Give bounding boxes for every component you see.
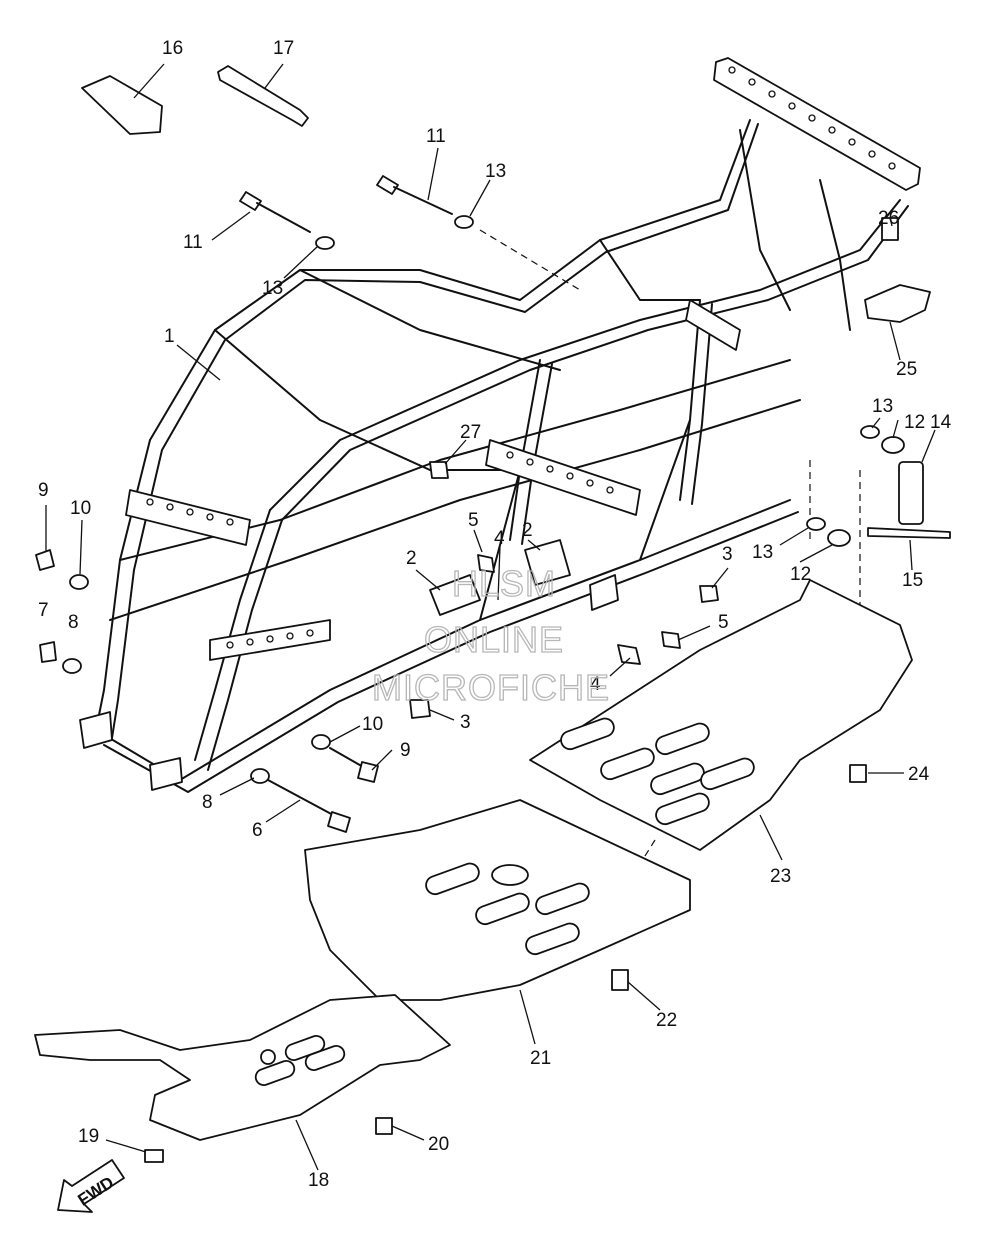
- callout-2: 2: [522, 520, 533, 541]
- skid-plate-18: [34, 994, 451, 1141]
- callout-8: 8: [202, 792, 213, 813]
- watermark: HLSM ONLINE MICROFICHE: [371, 562, 610, 708]
- callout-6: 6: [252, 820, 263, 841]
- callout-22: 22: [656, 1010, 677, 1031]
- callout-8: 8: [68, 612, 79, 633]
- callout-11: 11: [426, 126, 446, 147]
- callout-9: 9: [38, 480, 49, 501]
- callout-19: 19: [78, 1126, 99, 1147]
- callout-5: 5: [468, 510, 479, 531]
- callout-10: 10: [362, 714, 383, 735]
- callout-11: 11: [183, 232, 203, 253]
- callout-13: 13: [485, 161, 506, 182]
- callout-1: 1: [164, 326, 175, 347]
- skid-plate-21: [304, 799, 691, 1001]
- callout-4: 4: [494, 528, 505, 549]
- callout-20: 20: [428, 1134, 449, 1155]
- callout-13: 13: [262, 278, 283, 299]
- callout-27: 27: [460, 422, 481, 443]
- callout-3: 3: [722, 544, 733, 565]
- callout-10: 10: [70, 498, 91, 519]
- callout-25: 25: [896, 359, 917, 380]
- callout-13: 13: [872, 396, 893, 417]
- callout-3: 3: [460, 712, 471, 733]
- main-frame: [79, 57, 921, 881]
- callout-labels: 16 17 11 13 11 13 1 26 25 27 13 12 14 15…: [38, 38, 952, 1191]
- callout-16: 16: [162, 38, 183, 59]
- callout-26: 26: [878, 208, 899, 229]
- callout-17: 17: [273, 38, 294, 59]
- callout-2: 2: [406, 548, 417, 569]
- fwd-arrow-icon: FWD: [57, 1159, 125, 1213]
- loose-parts: [35, 65, 951, 1163]
- callout-23: 23: [770, 866, 791, 887]
- callout-15: 15: [902, 570, 923, 591]
- callout-21: 21: [530, 1048, 551, 1069]
- callout-7: 7: [38, 600, 49, 621]
- callout-14: 14: [930, 412, 952, 433]
- leader-lines: [45, 63, 936, 1171]
- callout-18: 18: [308, 1170, 329, 1191]
- watermark-line-1: HLSM: [452, 563, 556, 604]
- callout-9: 9: [400, 740, 411, 761]
- callout-4: 4: [590, 674, 601, 695]
- watermark-line-2: ONLINE: [424, 619, 564, 660]
- watermark-line-3: MICROFICHE: [372, 667, 610, 708]
- callout-12: 12: [904, 412, 925, 433]
- skid-plate-23: [529, 579, 913, 851]
- callout-13: 13: [752, 542, 773, 563]
- callout-24: 24: [908, 764, 930, 785]
- callout-5: 5: [718, 612, 729, 633]
- callout-12: 12: [790, 564, 811, 585]
